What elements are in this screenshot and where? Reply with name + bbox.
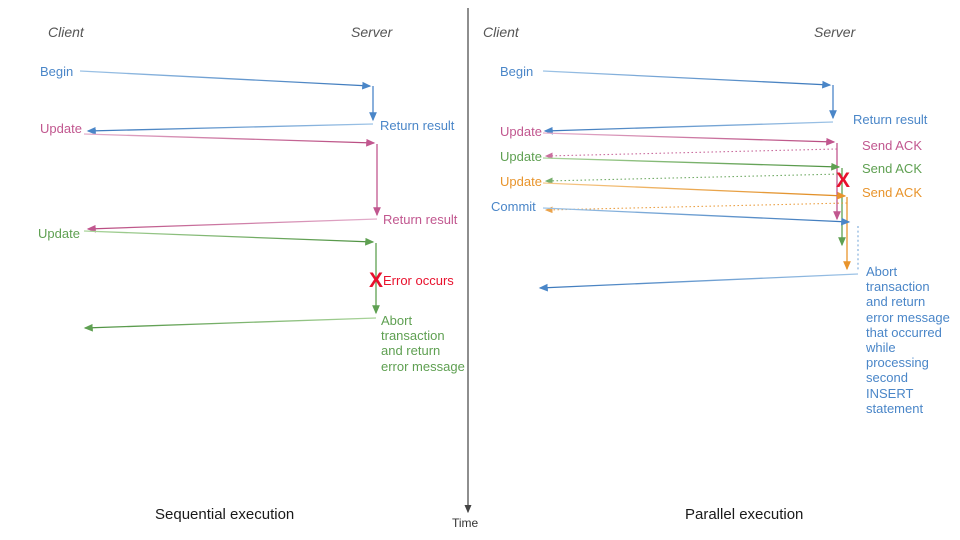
right-label-return-result: Return result (853, 112, 928, 127)
left-label-return-result-1: Return result (380, 118, 455, 133)
right-ack-3 (544, 202, 848, 214)
left-label-abort-message: Abort transaction and return error messa… (381, 313, 465, 374)
time-axis-label: Time (452, 516, 479, 530)
right-label-update-3: Update (500, 174, 542, 189)
left-label-return-result-2: Return result (383, 212, 458, 227)
right-label-abort-message: Abort transaction and return error messa… (866, 264, 950, 416)
left-label-error-occurs: Error occurs (383, 273, 454, 288)
right-label-begin: Begin (500, 64, 534, 79)
left-panel-caption: Sequential execution (155, 506, 295, 523)
left-arrow-update-1 (83, 133, 376, 147)
right-error-x-icon: X (836, 169, 851, 192)
right-arrow-update-3 (542, 182, 847, 200)
right-arrow-return (543, 121, 834, 135)
right-arrow-update-2 (542, 157, 841, 171)
left-label-update-2: Update (38, 226, 80, 241)
left-arrow-begin (79, 70, 372, 90)
left-arrow-return-2 (86, 218, 378, 233)
right-arrow-update-1 (542, 132, 836, 146)
right-panel-caption: Parallel execution (685, 506, 804, 523)
left-actor-server: Server (351, 24, 393, 40)
right-ack-1 (544, 148, 838, 160)
right-arrow-abort (538, 273, 859, 292)
right-ack-2 (544, 173, 843, 185)
left-arrow-update-2 (83, 230, 375, 246)
right-label-send-ack-1: Send ACK (862, 138, 922, 153)
left-panel-flows (79, 70, 381, 332)
left-arrow-abort (83, 317, 377, 332)
right-label-update-2: Update (500, 149, 542, 164)
left-actor-client: Client (48, 24, 84, 40)
right-arrow-commit (542, 207, 851, 226)
left-label-update-1: Update (40, 121, 82, 136)
right-arrow-begin (542, 70, 832, 89)
right-label-update-1: Update (500, 124, 542, 139)
right-label-send-ack-3: Send ACK (862, 185, 922, 200)
right-actor-server: Server (814, 24, 856, 40)
left-arrow-return-1 (86, 123, 374, 135)
left-error-x-icon: X (369, 269, 384, 292)
right-label-commit: Commit (491, 199, 536, 214)
left-label-begin: Begin (40, 64, 74, 79)
right-actor-client: Client (483, 24, 519, 40)
right-label-send-ack-2: Send ACK (862, 161, 922, 176)
right-panel-flows (538, 70, 859, 292)
